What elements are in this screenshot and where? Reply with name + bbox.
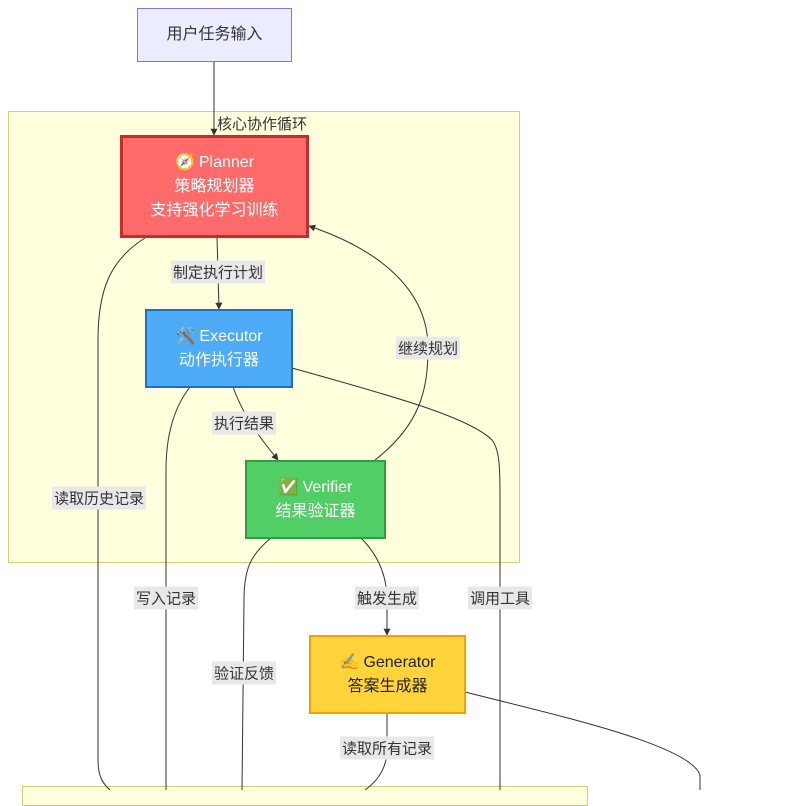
node-generator: ✍️Generator 答案生成器: [309, 635, 466, 714]
edge-read-history: [97, 237, 146, 790]
edge-generator-out: [464, 691, 701, 790]
node-verifier-name: Verifier: [302, 479, 353, 496]
edge-write-record: [165, 386, 191, 790]
node-generator-subtitle: 答案生成器: [347, 678, 428, 695]
tools-icon: 🛠️: [175, 326, 196, 345]
edge-label-planner-executor: 制定执行计划: [170, 260, 266, 284]
edge-label-call-tool: 调用工具: [467, 586, 533, 610]
node-user-task-input: 用户任务输入: [137, 8, 292, 62]
node-executor-subtitle: 动作执行器: [178, 352, 259, 369]
node-verifier-subtitle: 结果验证器: [275, 503, 356, 520]
node-executor-name: Executor: [199, 328, 263, 345]
edge-label-verifier-planner: 继续规划: [395, 336, 461, 360]
edge-label-read-history: 读取历史记录: [51, 486, 147, 510]
edge-label-trigger-generate: 触发生成: [354, 586, 420, 610]
node-verifier-title: ✅Verifier: [279, 475, 353, 500]
edge-label-executor-verifier: 执行结果: [211, 411, 277, 435]
node-planner-name: Planner: [198, 154, 255, 171]
subgraph-core-loop-title: 核心协作循环: [217, 116, 308, 133]
node-verifier: ✅Verifier 结果验证器: [245, 460, 386, 539]
node-user-task-input-label: 用户任务输入: [166, 26, 263, 43]
check-mark-icon: ✅: [278, 477, 299, 496]
edge-label-write-record: 写入记录: [133, 586, 199, 610]
edge-call-tool: [291, 367, 501, 790]
node-planner-subtitle: 策略规划器: [174, 178, 255, 195]
node-generator-name: Generator: [363, 654, 436, 671]
node-executor: 🛠️Executor 动作执行器: [145, 309, 293, 388]
edge-label-verify-feedback: 验证反馈: [211, 661, 277, 685]
compass-icon: 🧭: [174, 152, 195, 171]
edge-verify-feedback: [241, 537, 272, 790]
edge-label-read-all-records: 读取所有记录: [339, 736, 435, 760]
node-planner: 🧭Planner 策略规划器 支持强化学习训练: [120, 135, 309, 238]
node-planner-note: 支持强化学习训练: [150, 202, 279, 219]
node-executor-title: 🛠️Executor: [175, 324, 262, 349]
writing-hand-icon: ✍️: [339, 652, 360, 671]
node-planner-title: 🧭Planner: [175, 150, 254, 175]
node-generator-title: ✍️Generator: [340, 650, 436, 675]
